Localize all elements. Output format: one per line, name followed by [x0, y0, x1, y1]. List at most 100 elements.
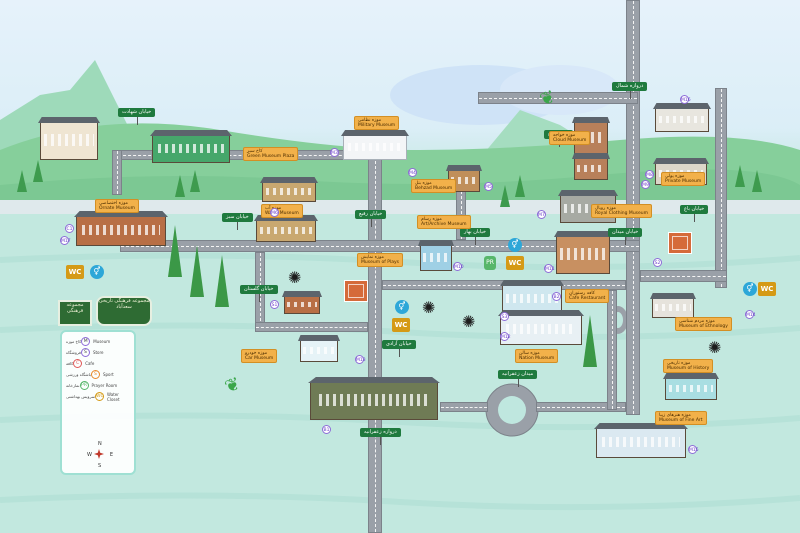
sign-avenue: خیابان باغ [680, 205, 709, 222]
store-building[interactable] [282, 291, 322, 314]
tree [752, 170, 762, 192]
pin-museum[interactable]: M14 [745, 310, 756, 319]
pin-museum[interactable]: M9 [641, 180, 650, 189]
pin-museum[interactable]: M17 [60, 236, 71, 245]
cypress-tree [168, 225, 182, 277]
museum-building[interactable] [418, 240, 454, 271]
car-museum-building[interactable] [298, 335, 340, 362]
museum-building[interactable] [554, 231, 612, 274]
pin-museum[interactable]: M13 [355, 355, 366, 364]
museum-building[interactable] [446, 165, 482, 192]
wc-sign[interactable]: WC [506, 256, 524, 270]
museum-building[interactable] [653, 103, 711, 132]
pin-museum[interactable]: M4 [408, 168, 417, 177]
water-museum-building[interactable] [254, 215, 318, 242]
ethnology-museum-building[interactable] [498, 310, 584, 345]
sign-avenue: خیابان آزادی [382, 340, 416, 357]
compass-icon: N S W E [87, 441, 113, 469]
sign-north-gate: دروازه شمال [612, 82, 648, 99]
cypress-tree [215, 255, 229, 307]
road-north-connector [478, 92, 638, 104]
royal-clothing-museum-building[interactable] [558, 190, 618, 223]
museum-building[interactable] [572, 153, 610, 180]
restroom-icon: ⚥ [743, 282, 757, 296]
museum-building[interactable] [663, 373, 719, 400]
pin-cafe[interactable]: C1 [65, 224, 74, 233]
pin-store[interactable]: S1 [270, 300, 279, 309]
prayer-room-sign[interactable]: PR [484, 256, 496, 270]
pin-museum[interactable]: M7 [537, 210, 546, 219]
pin-museum[interactable]: M16 [680, 95, 691, 104]
spider-illustration: ✺ [708, 338, 722, 357]
restroom-icon: ⚥ [395, 300, 409, 314]
ornate-museum-building[interactable] [74, 211, 168, 246]
legend-row: باشگاه ورزشی S Sport [66, 370, 114, 379]
pin-museum[interactable]: M15 [688, 445, 699, 454]
pin-bank[interactable]: B1 [322, 425, 331, 434]
legend-row: فروشگاه S Store [66, 348, 104, 357]
wc-sign[interactable]: WC [66, 265, 84, 279]
restroom-icon: ⚥ [90, 265, 104, 279]
road-garden-bottom [255, 322, 368, 332]
spider-illustration: ✺ [288, 268, 302, 287]
tree [33, 160, 43, 182]
legend-row: سرویس بهداشتی WC Water Closet [66, 391, 120, 402]
sign-avenue: خیابان رفیع [355, 210, 387, 227]
spider-illustration: ✺ [422, 298, 436, 317]
tree [190, 170, 200, 192]
legend-row: کاخ موزه M Museum [66, 337, 111, 346]
road-east-link [640, 270, 727, 282]
zaferanieh-gate-building[interactable] [308, 377, 440, 420]
pin-store[interactable]: S3 [500, 312, 509, 321]
map-legend: کاخ موزه M Museum فروشگاه S Store کافه C… [60, 330, 136, 475]
pin-museum[interactable]: M11 [544, 264, 555, 273]
green-museum-building[interactable] [150, 130, 232, 163]
pin-museum[interactable]: M8 [645, 170, 654, 179]
behzad-museum-building[interactable] [260, 177, 318, 202]
sign-avenue: خیابان سبز [222, 213, 253, 230]
road-east-upper [715, 88, 727, 288]
pin-museum[interactable]: M5 [484, 182, 493, 191]
spider-illustration: ✺ [462, 312, 476, 331]
cloud [500, 65, 620, 115]
sign-avenue: خیابان میدان [608, 228, 643, 245]
cafe-restaurant-building[interactable] [500, 280, 564, 313]
sport-court[interactable] [344, 280, 368, 302]
sign-square: میدان زعفرانیه [498, 370, 538, 387]
wc-sign[interactable]: WC [758, 282, 776, 296]
museum-building[interactable] [38, 117, 100, 160]
pin-museum[interactable]: M10 [453, 262, 464, 271]
pin-store[interactable]: S2 [653, 258, 662, 267]
wc-sign[interactable]: WC [392, 318, 410, 332]
sport-court[interactable] [668, 232, 692, 254]
legend-row: نمازخانه PR Prayer Room [66, 381, 118, 390]
military-museum-building[interactable] [341, 130, 409, 160]
pin-museum[interactable]: M3 [330, 148, 339, 157]
road-west-spur [112, 150, 122, 195]
tree [17, 170, 27, 192]
pin-bank[interactable]: B2 [552, 292, 561, 301]
museum-building[interactable] [650, 293, 696, 318]
pin-museum[interactable]: M12 [500, 332, 511, 341]
pin-museum[interactable]: M6 [270, 208, 279, 217]
road-east-lower [607, 290, 617, 410]
restroom-icon: ⚥ [508, 238, 522, 252]
museum-of-fine-art-building[interactable] [594, 423, 688, 458]
